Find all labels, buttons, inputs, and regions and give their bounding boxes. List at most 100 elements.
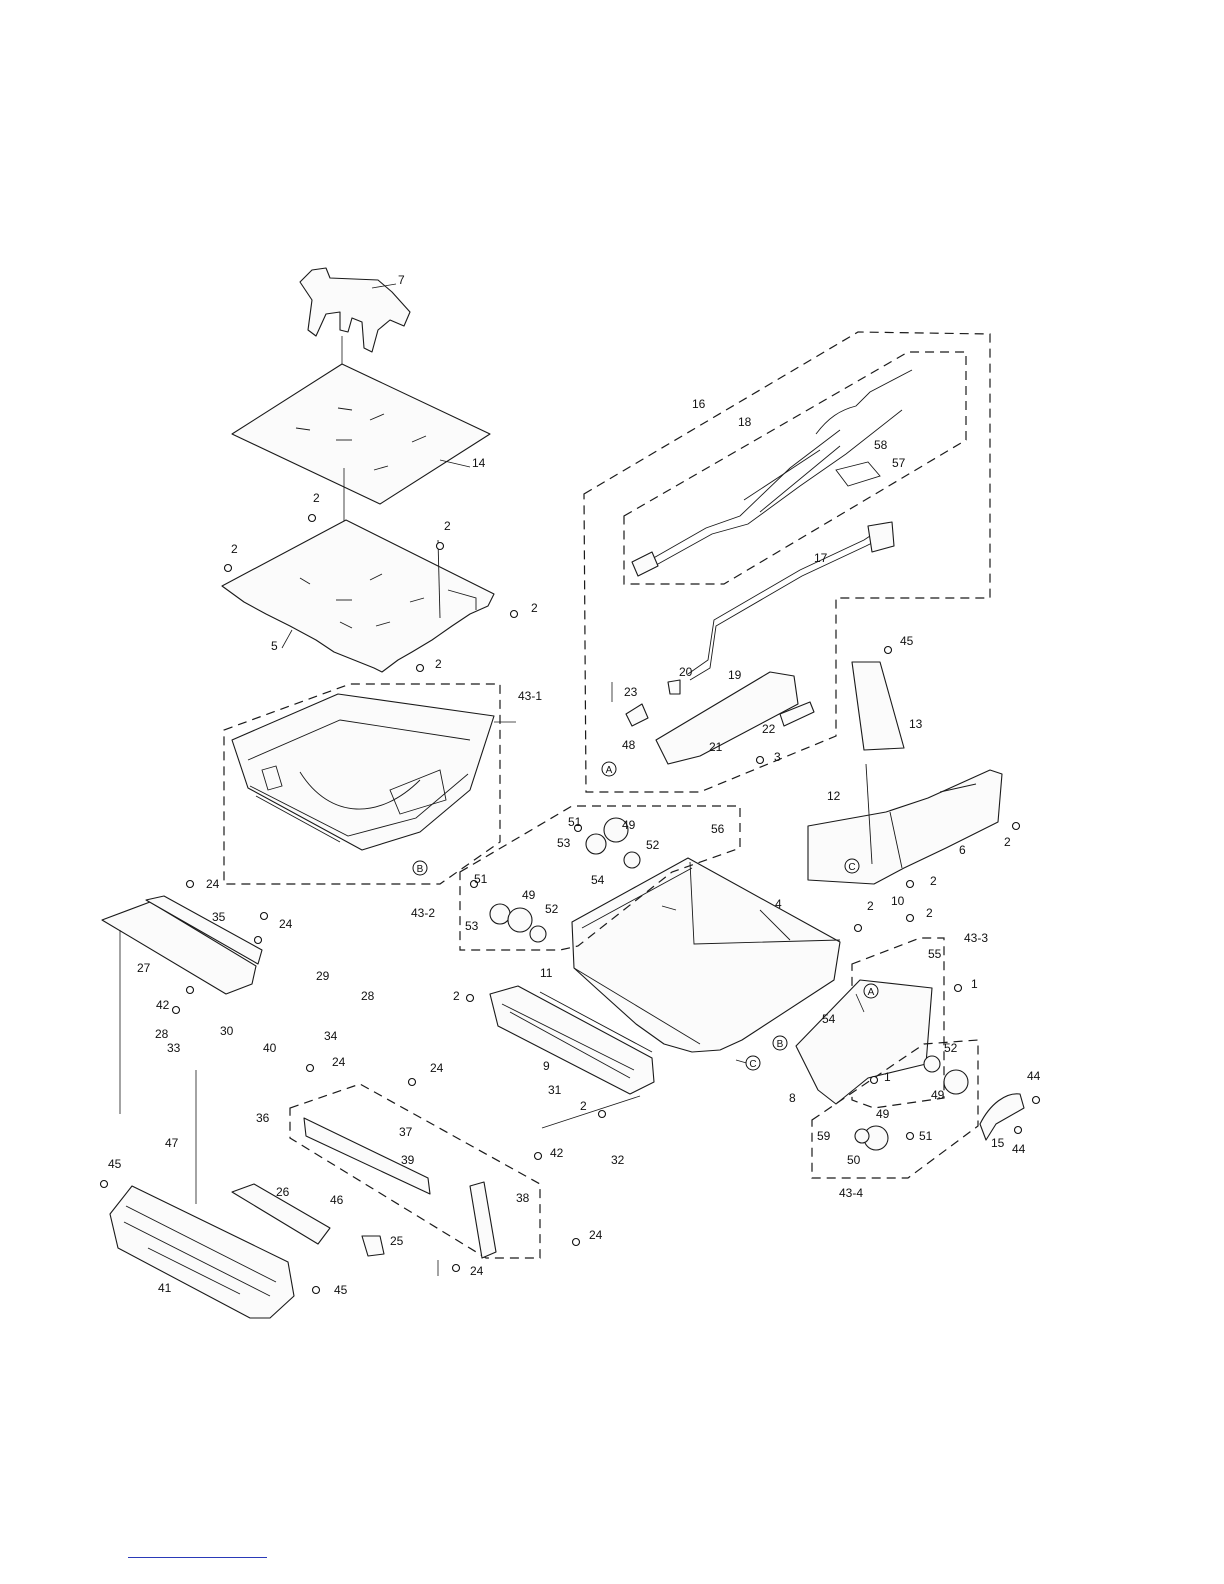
part-label: 9 [543,1059,550,1073]
part-label: 44 [1012,1142,1026,1156]
part-label: 42 [550,1146,564,1160]
part-label: 41 [158,1281,172,1295]
part-label: 59 [817,1129,831,1143]
part-label: 17 [814,551,828,565]
bracket-part-7 [300,268,410,364]
part-label: 28 [361,989,375,1003]
part-label: 54 [822,1012,836,1026]
main-chassis-part-4 [572,858,840,1052]
part-label: 43-4 [839,1186,863,1200]
part-label: 2 [580,1099,587,1113]
part-label: 2 [453,989,460,1003]
part-label: 50 [847,1153,861,1167]
part-label: 43-2 [411,906,435,920]
part-label: 31 [548,1083,562,1097]
part-label: 27 [137,961,151,975]
part-label: 32 [611,1153,625,1167]
part-label: 51 [474,872,488,886]
part-label: 30 [220,1024,234,1038]
part-label: 28 [155,1027,169,1041]
part-label: 19 [728,668,742,682]
part-label: 8 [789,1091,796,1105]
part-label: 49 [522,888,536,902]
part-label: 29 [316,969,330,983]
part-label: 51 [568,815,582,829]
part-label: 2 [1004,835,1011,849]
part-label: 2 [231,542,238,556]
callout-letter: A [868,987,875,998]
part-label: 2 [313,491,320,505]
part-label: 45 [108,1157,122,1171]
part-label: 44 [1027,1069,1041,1083]
part-label: 16 [692,397,706,411]
part-label: 45 [900,634,914,648]
callout-letter: C [848,862,855,873]
part-label: 24 [430,1061,444,1075]
part-label: 24 [279,917,293,931]
part-label: 35 [212,910,226,924]
part-label: 2 [444,519,451,533]
part-label: 53 [465,919,479,933]
callout-letter: B [417,864,424,875]
part-label: 42 [156,998,170,1012]
part-label: 2 [867,899,874,913]
part-label: 3 [774,750,781,764]
part-label: 43-1 [518,689,542,703]
part-label: 51 [919,1129,933,1143]
part-label: 55 [928,947,942,961]
part-label: 33 [167,1041,181,1055]
part-label: 49 [876,1107,890,1121]
part-label: 49 [931,1088,945,1102]
part-label: 34 [324,1029,338,1043]
part-label: 2 [930,874,937,888]
part-label: 24 [206,877,220,891]
part-label: 39 [401,1153,415,1167]
part-label: 40 [263,1041,277,1055]
part-label: 43-3 [964,931,988,945]
part-label: 47 [165,1136,179,1150]
part-label: 52 [944,1041,958,1055]
side-panel-part-6 [808,662,1002,884]
callout-marker: A [864,984,878,998]
trim-part-35 [102,896,262,994]
callout-marker: C [845,859,859,873]
part-label: 22 [762,722,776,736]
part-label: 53 [557,836,571,850]
part-label: 2 [531,601,538,615]
mechanism-unit-43-1 [224,684,516,884]
part-label: 49 [622,818,636,832]
part-label: 58 [874,438,888,452]
part-label: 46 [330,1193,344,1207]
part-label: 18 [738,415,752,429]
part-label: 54 [591,873,605,887]
part-label: 56 [711,822,725,836]
part-label: 6 [959,843,966,857]
part-label: 4 [775,897,782,911]
part-label: 2 [926,906,933,920]
part-label: 36 [256,1111,270,1125]
part-label: 13 [909,717,923,731]
callout-marker: C [746,1056,760,1070]
part-label: 15 [991,1136,1005,1150]
callout-marker: A [602,762,616,776]
callout-letter: B [777,1039,784,1050]
callout-marker: B [413,861,427,875]
part-label: 26 [276,1185,290,1199]
part-label: 52 [545,902,559,916]
part-label: 1 [971,977,978,991]
callout-letter: A [606,765,613,776]
part-label: 12 [827,789,841,803]
part-label: 48 [622,738,636,752]
part-label: 24 [589,1228,603,1242]
part-label: 14 [472,456,486,470]
part-label: 11 [540,966,553,980]
part-label: 7 [398,273,405,287]
part-label: 20 [679,665,693,679]
part-label: 23 [624,685,638,699]
part-label: 45 [334,1283,348,1297]
part-label: 38 [516,1191,530,1205]
cover-plate-part-5 [222,520,494,672]
part-label: 37 [399,1125,413,1139]
part-label: 57 [892,456,906,470]
